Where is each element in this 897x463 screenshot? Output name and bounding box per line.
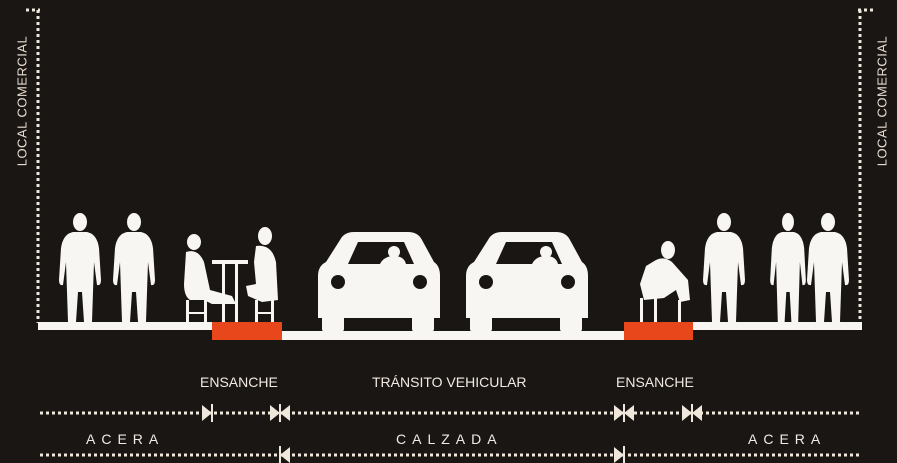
seated-person-figure [184, 234, 236, 322]
sidewalk-right [690, 322, 862, 330]
pedestrian-figure [807, 213, 849, 322]
ensanche-left-label: ENSANCHE [200, 374, 278, 390]
cafe-table [212, 260, 248, 322]
sidewalk-left [38, 322, 213, 330]
ensanche-strip-left [212, 322, 282, 340]
ensanche-strip-right [624, 322, 693, 340]
seated-person-figure [640, 241, 690, 322]
pedestrian-figure [59, 213, 101, 322]
calzada-label: CALZADA [396, 431, 503, 447]
ensanche-right-label: ENSANCHE [616, 374, 694, 390]
dimension-line-lower [40, 446, 860, 463]
building-outline-right [858, 8, 874, 323]
dimension-line-upper [40, 404, 860, 422]
acera-left-label: ACERA [86, 431, 165, 447]
acera-right-label: ACERA [748, 431, 827, 447]
building-outline-left [26, 8, 40, 323]
car-figure-left [318, 232, 440, 332]
pedestrian-figure [770, 213, 806, 322]
roadway [280, 331, 625, 340]
car-figure-right [466, 232, 588, 332]
local-comercial-right-label: LOCAL COMERCIAL [874, 35, 890, 167]
seated-person-figure [246, 227, 278, 322]
local-comercial-left-label: LOCAL COMERCIAL [14, 35, 30, 167]
pedestrian-figure [703, 213, 745, 322]
transito-vehicular-label: TRÁNSITO VEHICULAR [372, 374, 527, 390]
pedestrian-figure [113, 213, 155, 322]
